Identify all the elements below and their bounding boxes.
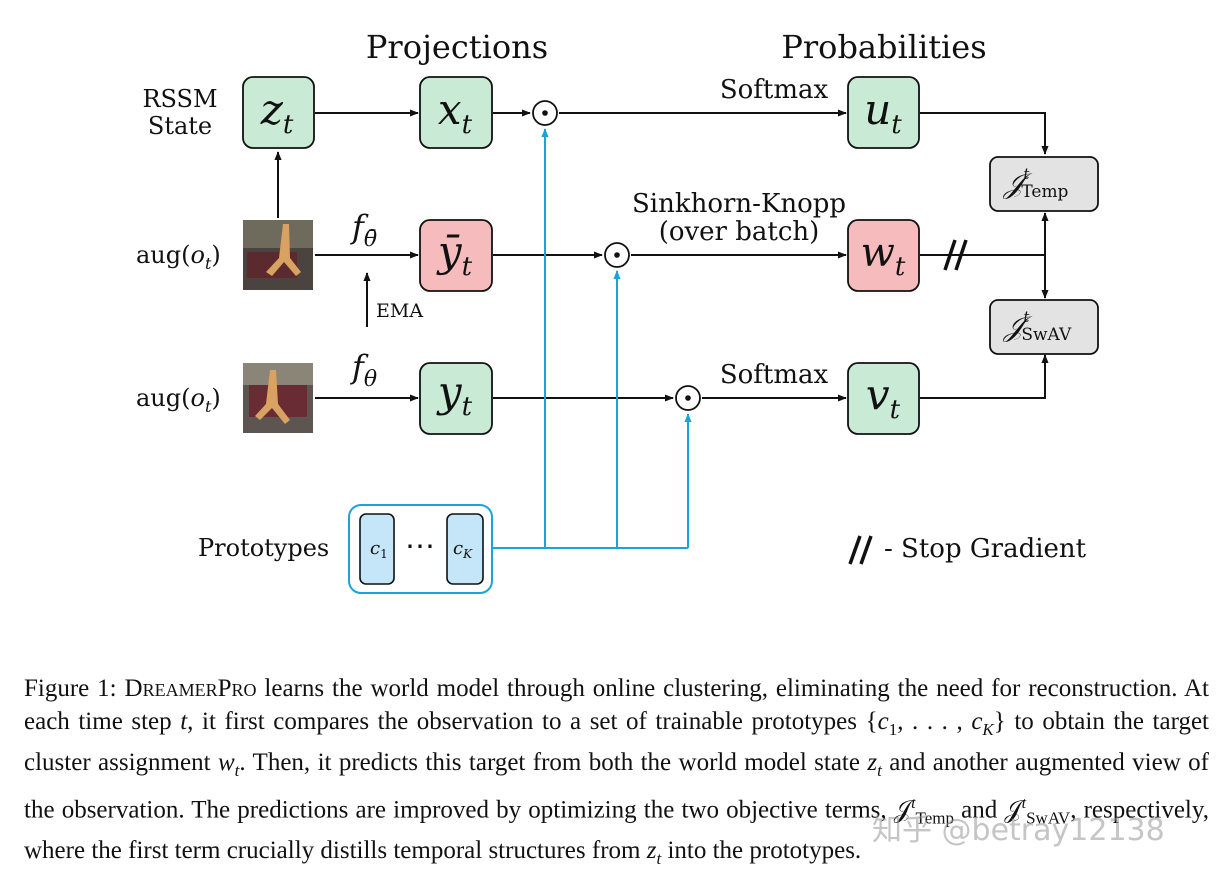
svg-text:fθ̄: fθ̄ (350, 208, 377, 252)
aug-label-bottom: aug(ot) (136, 384, 221, 416)
sinkhorn-label-line2: (over batch) (659, 217, 820, 247)
aug-label-middle: aug(ot) (136, 241, 221, 273)
figure-caption: Figure 1: DreamerPro learns the world mo… (24, 675, 1209, 869)
node-x: xt (419, 76, 493, 149)
stop-gradient-legend-text: - Stop Gradient (884, 534, 1087, 564)
watermark: 知乎 @betray12138 (872, 813, 1165, 848)
node-y-bar: ȳt (419, 219, 493, 292)
stop-gradient-legend: - Stop Gradient (848, 534, 1087, 565)
rssm-label-line2: State (148, 112, 212, 140)
svg-text:𝒥tSwAV: 𝒥tSwAV (1002, 308, 1072, 345)
stop-gradient-mark (943, 239, 968, 271)
ema-label: EMA (376, 300, 423, 322)
prototype-c1: c1 (359, 513, 395, 585)
svg-text:zt: zt (260, 85, 294, 140)
prototype-cK: cK (446, 513, 484, 585)
softmax-top-label: Softmax (720, 75, 829, 105)
svg-text:cK: cK (453, 538, 473, 561)
svg-text:c1: c1 (370, 538, 388, 561)
svg-text:wt: wt (861, 230, 906, 282)
svg-text:aug(ot): aug(ot) (136, 241, 221, 273)
prototypes-label: Prototypes (198, 534, 329, 562)
node-z: zt (242, 76, 315, 149)
sinkhorn-label-line1: Sinkhorn-Knopp (632, 189, 846, 219)
node-w: wt (847, 219, 920, 292)
prototypes-block: c1 ⋯ cK (348, 504, 493, 594)
svg-text:ȳt: ȳt (436, 227, 473, 282)
softmax-bottom-label: Softmax (720, 360, 829, 390)
rssm-label-line1: RSSM (142, 85, 217, 113)
svg-text:yt: yt (436, 367, 473, 422)
observation-image-bottom (243, 363, 313, 433)
observation-image-middle (243, 220, 313, 290)
svg-text:ut: ut (864, 85, 902, 140)
dreamerpro-diagram: Projections Probabilities RSSM State aug… (136, 28, 1099, 594)
svg-text:vt: vt (866, 370, 901, 425)
odot-bottom (675, 385, 701, 411)
prototype-connectors (493, 128, 692, 549)
prototype-ellipsis: ⋯ (405, 529, 435, 564)
odot-middle (604, 242, 630, 268)
svg-text:aug(ot): aug(ot) (136, 384, 221, 416)
node-y: yt (419, 362, 493, 435)
f-theta-bar-label: fθ̄ (350, 208, 377, 252)
odot-top (532, 100, 558, 126)
node-v: vt (847, 362, 920, 435)
f-theta-label: fθ (350, 348, 377, 392)
svg-text:xt: xt (438, 85, 473, 140)
black-connectors (274, 109, 1049, 402)
heading-probabilities: Probabilities (781, 28, 986, 66)
svg-text:fθ: fθ (350, 348, 377, 392)
heading-projections: Projections (366, 28, 548, 66)
svg-text:𝒥tTemp: 𝒥tTemp (1002, 165, 1069, 202)
node-u: ut (847, 76, 920, 149)
